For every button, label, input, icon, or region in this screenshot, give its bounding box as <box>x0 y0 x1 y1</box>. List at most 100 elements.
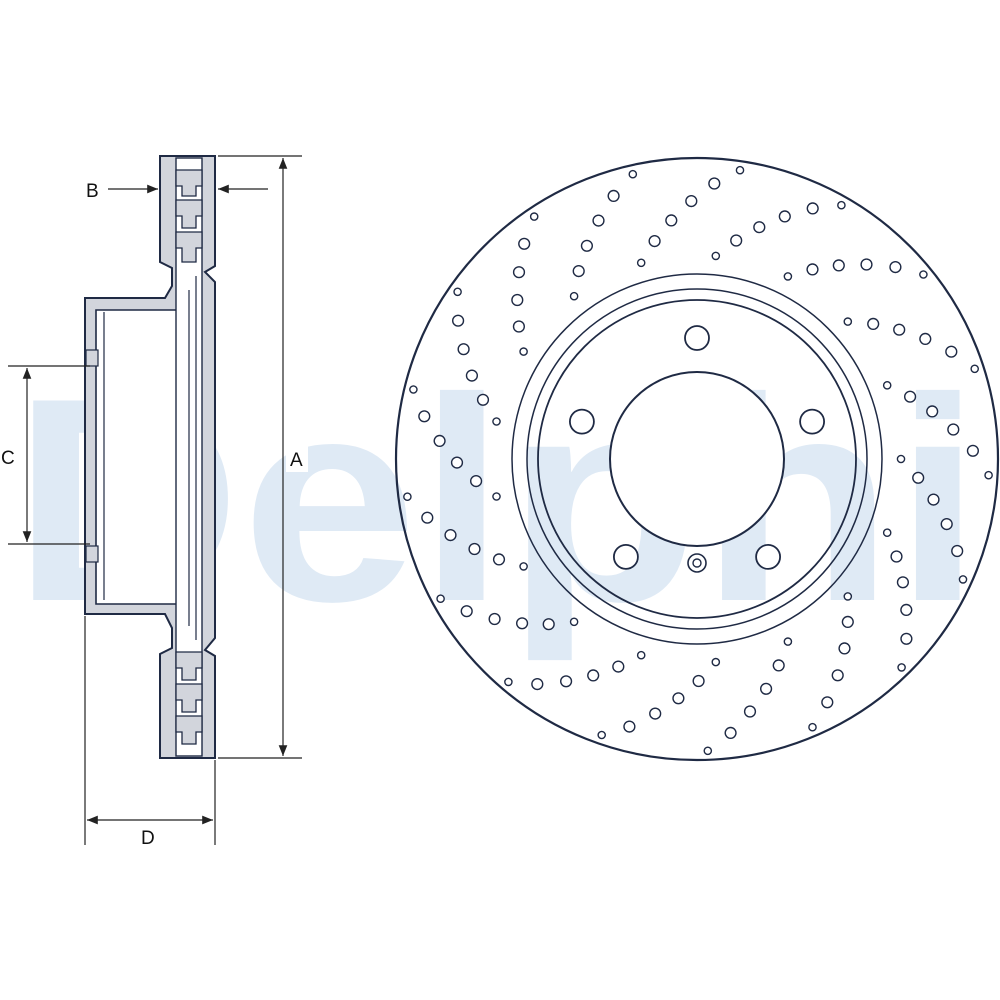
label-c-bg <box>0 444 20 470</box>
drill-hole <box>592 214 605 227</box>
drill-hole <box>970 364 980 374</box>
drill-hole <box>730 234 743 247</box>
drill-hole <box>837 200 846 210</box>
drill-hole <box>628 169 638 179</box>
drill-hole <box>703 746 713 756</box>
hat-face-edge <box>537 299 857 619</box>
drill-hole <box>778 210 791 223</box>
drill-hole <box>900 632 913 645</box>
cross-drilled-holes <box>403 165 993 756</box>
drill-hole <box>421 511 434 524</box>
drill-hole <box>504 677 513 687</box>
drill-hole <box>597 730 607 740</box>
drill-hole <box>838 642 851 655</box>
drill-hole <box>436 594 445 604</box>
drill-hole <box>900 603 913 617</box>
drill-hole <box>685 195 698 208</box>
drill-hole <box>889 261 902 274</box>
drill-hole <box>648 235 661 248</box>
bolt-hole <box>755 544 781 570</box>
center-bore <box>609 371 785 547</box>
drill-hole <box>518 237 531 250</box>
drill-hole <box>783 637 793 646</box>
drill-hole <box>468 542 481 556</box>
drill-hole <box>672 692 685 705</box>
drill-hole <box>476 393 490 406</box>
drill-hole <box>529 212 539 221</box>
bolt-holes <box>569 325 825 570</box>
drill-hole <box>821 696 834 709</box>
drill-hole <box>488 612 501 626</box>
drill-hole <box>808 722 817 732</box>
friction-ring-inner-edge <box>511 273 883 645</box>
drill-hole <box>623 720 636 733</box>
locating-hole-outer <box>687 553 707 573</box>
drill-hole <box>806 202 819 215</box>
drill-hole <box>919 270 928 279</box>
drill-hole <box>867 317 880 331</box>
drill-hole <box>832 259 845 272</box>
drill-hole <box>515 617 529 630</box>
drill-hole <box>893 323 906 336</box>
drill-hole <box>452 314 465 327</box>
drill-hole <box>860 258 873 271</box>
drill-hole <box>460 605 473 618</box>
drill-hole <box>945 345 958 358</box>
drill-hole <box>724 726 737 740</box>
drill-hole <box>559 675 573 688</box>
drill-hole <box>580 239 594 252</box>
drill-hole <box>759 682 773 695</box>
drill-hole <box>912 471 925 484</box>
label-d: D <box>141 828 155 849</box>
drill-hole <box>735 165 745 175</box>
drill-hole <box>531 677 544 691</box>
drill-hole <box>711 657 721 667</box>
drill-hole <box>903 390 917 403</box>
drill-hole <box>890 550 903 563</box>
drill-hole <box>465 369 479 382</box>
label-a-bg <box>286 446 308 472</box>
dimension-lines <box>8 155 302 845</box>
drill-hole <box>984 470 993 480</box>
vent-pillar-top-2 <box>175 199 203 229</box>
drill-hole <box>403 492 412 502</box>
drill-hole <box>409 385 418 394</box>
drill-hole <box>806 263 819 276</box>
drill-hole <box>457 343 470 356</box>
vent-pillar-top-1 <box>175 169 203 197</box>
drill-hole <box>511 293 524 307</box>
drill-hole <box>492 492 501 501</box>
locating-hole-inner <box>692 558 702 568</box>
drill-hole <box>926 405 939 418</box>
drill-hole <box>444 528 457 542</box>
drill-hole <box>753 221 766 234</box>
notch-upper <box>85 349 99 367</box>
hat-outer-edge <box>526 288 868 630</box>
drill-hole <box>542 618 555 631</box>
vent-pillar-top-3 <box>175 231 203 263</box>
drill-hole <box>492 553 506 566</box>
drill-hole <box>947 423 960 436</box>
drill-hole <box>951 544 964 558</box>
drill-hole <box>519 562 528 571</box>
drill-hole <box>919 332 932 346</box>
drill-hole <box>958 575 968 584</box>
drill-hole <box>897 663 906 672</box>
drill-hole <box>708 177 721 190</box>
drill-hole <box>512 320 526 333</box>
drill-hole <box>418 410 431 423</box>
drill-hole <box>841 615 854 629</box>
drill-hole <box>470 475 483 488</box>
drill-hole <box>433 434 446 448</box>
drill-hole <box>783 272 793 281</box>
bolt-hole <box>799 408 825 435</box>
bolt-hole <box>684 325 710 351</box>
drill-hole <box>772 659 785 672</box>
drill-hole <box>572 265 585 278</box>
drill-hole <box>692 674 705 688</box>
label-a: A <box>290 450 303 471</box>
drill-hole <box>711 251 721 261</box>
notch-lower <box>85 545 99 563</box>
bolt-hole <box>569 408 595 435</box>
drill-hole <box>636 650 646 660</box>
